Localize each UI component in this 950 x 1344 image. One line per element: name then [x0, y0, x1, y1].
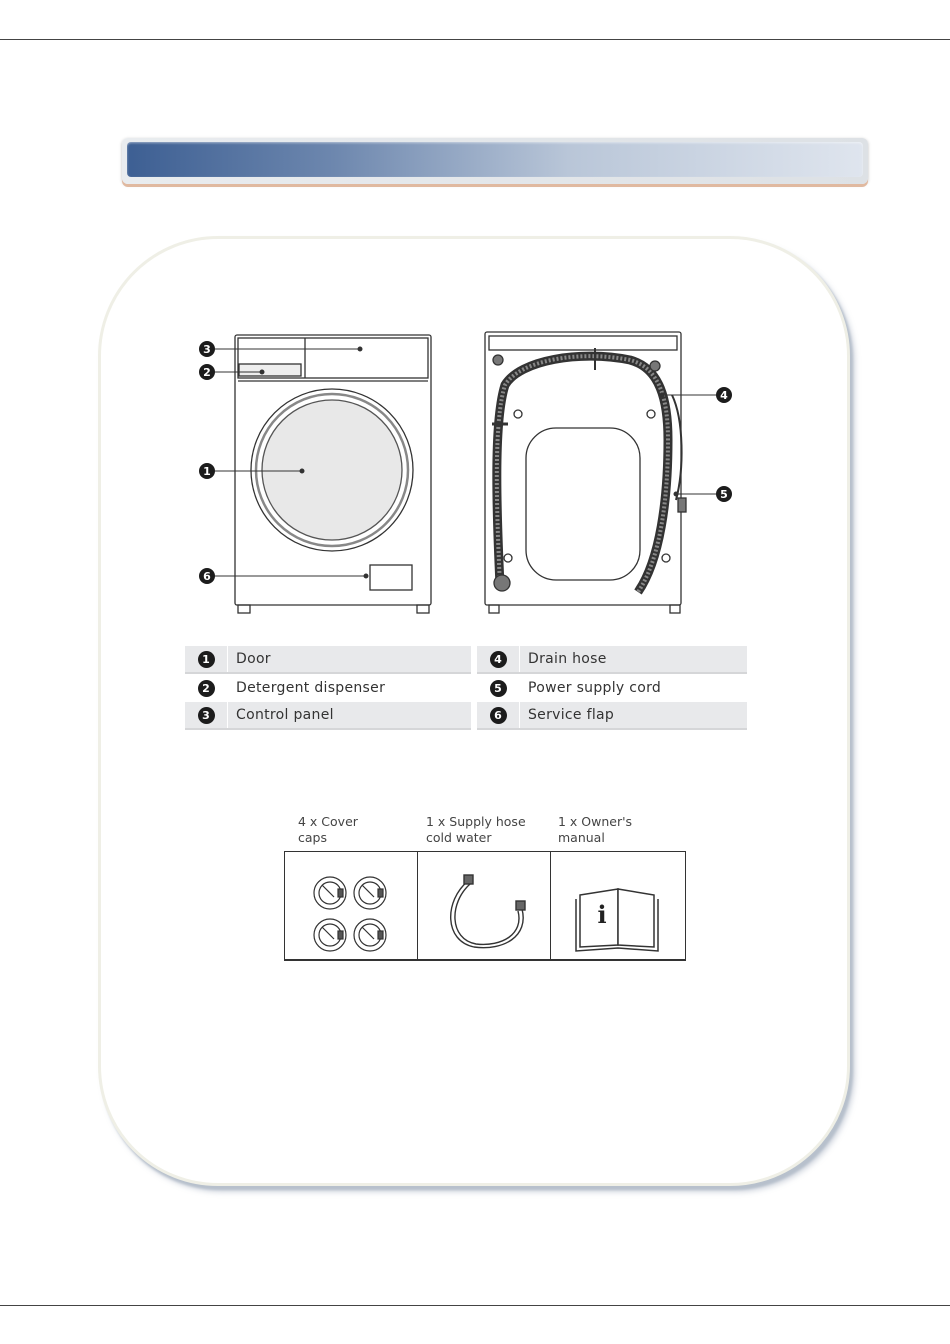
part-row: 4 Drain hose — [477, 646, 747, 674]
part-label: Door — [228, 651, 271, 667]
part-row: 2 Detergent dispenser — [185, 675, 471, 701]
rear-callout-badges: 4 5 — [716, 387, 732, 502]
bottom-rule — [0, 1305, 950, 1306]
part-number-badge: 5 — [490, 680, 507, 697]
part-number-badge: 4 — [490, 651, 507, 668]
part-row: 1 Door — [185, 646, 471, 674]
part-label: Power supply cord — [520, 680, 661, 696]
section-header-bar — [122, 138, 868, 184]
parts-table-right: 4 Drain hose 5 Power supply cord 6 Servi… — [477, 646, 747, 731]
washing-machine-diagrams: 3 2 1 6 4 5 — [180, 325, 760, 625]
part-number-badge: 1 — [198, 651, 215, 668]
manual-book-icon: i — [576, 889, 658, 951]
supply-hose-icon — [451, 875, 525, 948]
accessory-label: 4 x Cover caps — [298, 814, 358, 846]
part-row: 5 Power supply cord — [477, 675, 747, 701]
cover-caps-icon — [314, 877, 386, 951]
part-number-badge: 2 — [198, 680, 215, 697]
svg-text:1: 1 — [203, 465, 211, 478]
svg-text:4: 4 — [720, 389, 728, 402]
accessory-label: 1 x Owner's manual — [558, 814, 632, 846]
accessories-box: i — [284, 851, 686, 961]
manual-info-glyph: i — [597, 900, 606, 929]
svg-text:5: 5 — [720, 488, 728, 501]
top-rule — [0, 39, 950, 40]
rear-view-diagram — [485, 332, 686, 613]
part-number-badge: 3 — [198, 707, 215, 724]
part-label: Detergent dispenser — [228, 680, 385, 696]
part-label: Drain hose — [520, 651, 607, 667]
part-label: Control panel — [228, 707, 334, 723]
part-row: 3 Control panel — [185, 702, 471, 730]
section-header-gradient — [127, 142, 863, 177]
parts-table-left: 1 Door 2 Detergent dispenser 3 Control p… — [185, 646, 471, 731]
svg-text:6: 6 — [203, 570, 211, 583]
svg-text:2: 2 — [203, 366, 211, 379]
part-label: Service flap — [520, 707, 614, 723]
front-callout-badges: 3 2 1 6 — [199, 341, 215, 584]
part-number-badge: 6 — [490, 707, 507, 724]
part-row: 6 Service flap — [477, 702, 747, 730]
front-view-diagram — [235, 335, 431, 613]
svg-text:3: 3 — [203, 343, 211, 356]
accessory-label: 1 x Supply hose cold water — [426, 814, 526, 846]
